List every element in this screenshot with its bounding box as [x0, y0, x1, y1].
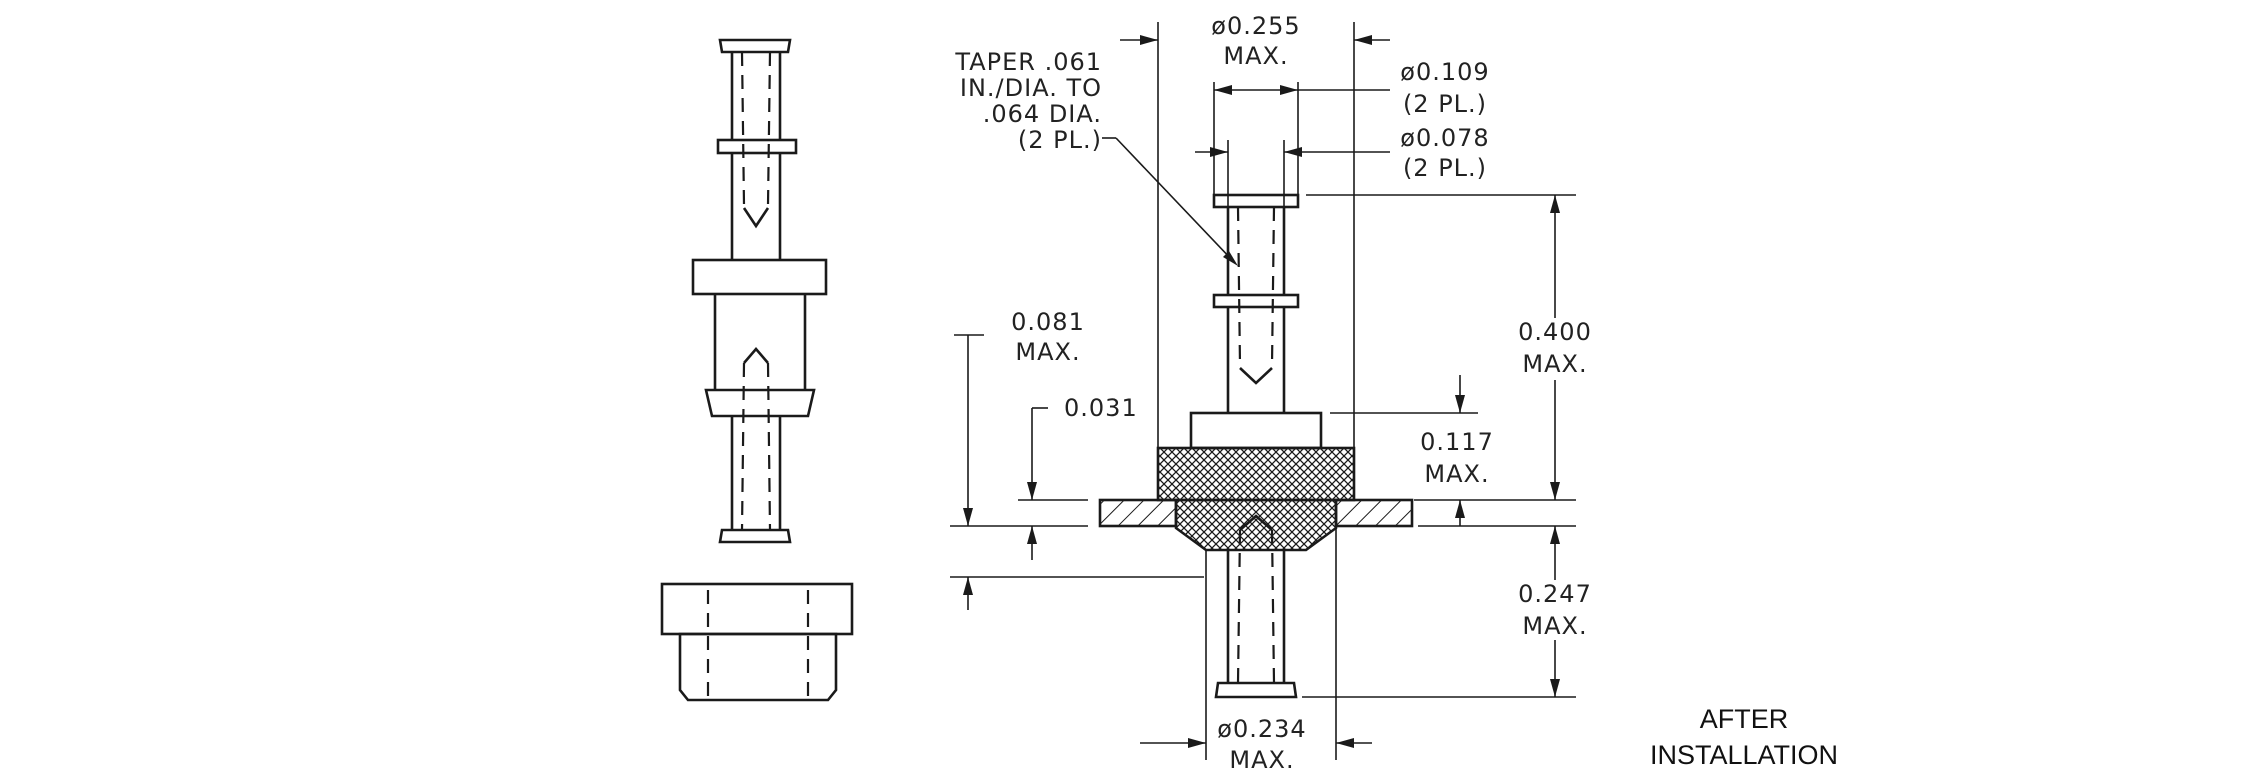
dim-081: 0.081 MAX.	[1011, 308, 1085, 366]
bushing	[660, 582, 854, 702]
caption-line2: INSTALLATION	[1650, 740, 1838, 770]
dim-top-diameter-value: ø0.255	[1211, 12, 1300, 40]
dim-109-value: ø0.109	[1400, 58, 1489, 86]
dim-078-note: (2 PL.)	[1403, 154, 1487, 182]
dim-117-note: MAX.	[1424, 460, 1489, 488]
dim-081-note: MAX.	[1015, 338, 1080, 366]
installed-bushing	[1156, 446, 1356, 552]
dim-bottom-diameter-value: ø0.234	[1217, 715, 1306, 743]
installed-collar	[1189, 411, 1323, 450]
lower-pin	[704, 294, 816, 544]
dim-081-value: 0.081	[1011, 308, 1085, 336]
dim-031-value: 0.031	[1064, 394, 1138, 422]
taper-note-line4: (2 PL.)	[1018, 126, 1102, 154]
collar	[691, 258, 828, 296]
dim-247-note: MAX.	[1522, 612, 1587, 640]
dim-bottom-diameter: ø0.234 MAX.	[1217, 715, 1306, 774]
dim-117: 0.117 MAX.	[1420, 428, 1494, 488]
dim-400: 0.400 MAX.	[1518, 318, 1592, 378]
dim-078-value: ø0.078	[1400, 124, 1489, 152]
dim-400-value: 0.400	[1518, 318, 1592, 346]
caption: AFTER INSTALLATION	[1650, 704, 1838, 770]
taper-note-line2: IN./DIA. TO	[960, 74, 1102, 102]
dim-top-diameter: ø0.255 MAX.	[1211, 12, 1300, 70]
upper-pin	[716, 38, 798, 260]
dim-109-note: (2 PL.)	[1403, 90, 1487, 118]
taper-note: TAPER .061 IN./DIA. TO .064 DIA. (2 PL.)	[954, 48, 1102, 154]
installed-section	[1098, 193, 1414, 699]
installed-lower-pin	[1214, 514, 1298, 699]
panel	[1098, 498, 1414, 528]
taper-note-line3: .064 DIA.	[983, 100, 1102, 128]
taper-note-line1: TAPER .061	[954, 48, 1102, 76]
caption-line1: AFTER	[1700, 704, 1789, 734]
dim-117-value: 0.117	[1420, 428, 1494, 456]
installed-upper-pin	[1212, 193, 1300, 413]
dim-247-value: 0.247	[1518, 580, 1592, 608]
dim-078: ø0.078 (2 PL.)	[1400, 124, 1489, 182]
dim-top-diameter-note: MAX.	[1223, 42, 1288, 70]
dim-109: ø0.109 (2 PL.)	[1400, 58, 1489, 118]
dim-400-note: MAX.	[1522, 350, 1587, 378]
dim-247: 0.247 MAX.	[1518, 580, 1592, 640]
dim-bottom-diameter-note: MAX.	[1229, 746, 1294, 774]
dimension-lines	[950, 22, 1576, 760]
exploded-view	[660, 38, 854, 702]
